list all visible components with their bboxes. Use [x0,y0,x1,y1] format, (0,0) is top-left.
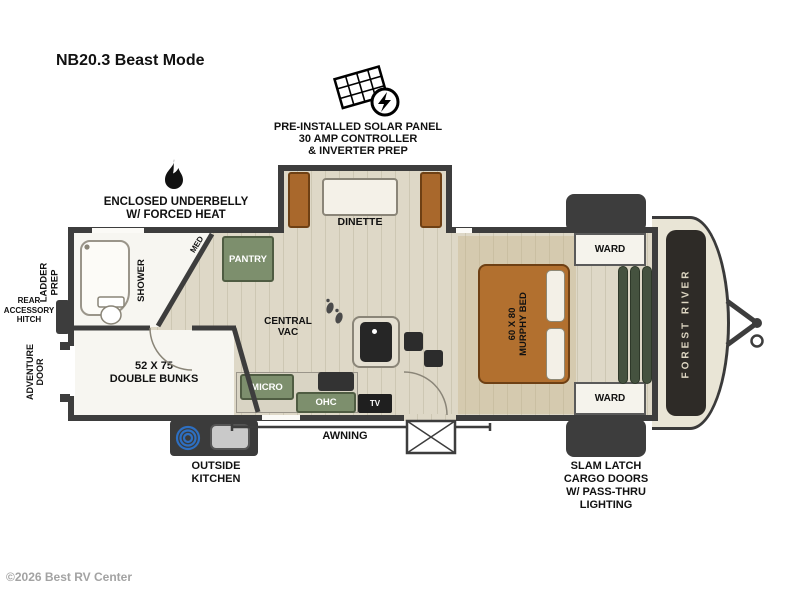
adventure-door-tab [60,342,70,350]
micro-label: MICRO [251,381,283,393]
dinette-label: DINETTE [337,216,383,228]
outside-kitchen-line-1: OUTSIDE [191,460,241,472]
rear-hitch-line-3: HITCH [16,315,42,324]
underbelly-line-1: ENCLOSED UNDERBELLY [103,196,249,208]
shower-label-wrap: SHOWER [130,242,152,318]
lightning-bolt-icon [370,87,400,117]
outside-kitchen-label: OUTSIDE KITCHEN [168,460,264,486]
shower-label: SHOWER [135,258,147,302]
ward-top-label: WARD [594,244,626,255]
window-gap [262,415,300,420]
adventure-door-tab [60,394,70,402]
slam-latch-line-3: W/ PASS-THRU [566,486,646,498]
dinette-bench-left [288,172,310,228]
cooktop-burner [372,329,377,334]
underbelly-callout-text: ENCLOSED UNDERBELLY W/ FORCED HEAT [86,196,266,222]
range [318,372,354,391]
slam-latch-line-4: LIGHTING [579,499,633,511]
slide-opening [284,227,446,234]
tv-cabinet: TV [358,394,392,413]
wardrobe-bottom: WARD [574,382,646,415]
pantry-cabinet: PANTRY [222,236,274,282]
dinette-bench-right [420,172,442,228]
ohc-label: OHC [315,397,337,408]
cooktop [360,322,392,362]
brand-strip: FOREST RIVER [666,230,706,416]
ottoman [424,350,443,367]
central-vac-label: CENTRAL VAC [256,316,320,338]
adventure-line-1: ADVENTURE [25,343,36,401]
slam-latch-label: SLAM LATCH CARGO DOORS W/ PASS-THRU LIGH… [520,460,692,512]
ottoman [404,332,423,351]
murphy-bed-label: 60 X 80 MURPHY BED [507,292,529,356]
adventure-door-slot [66,346,75,396]
central-vac-line-1: CENTRAL [264,316,312,327]
adventure-line-2: DOOR [35,358,46,386]
watermark: ©2026 Best RV Center [6,570,133,584]
window-gap [92,228,144,233]
wardrobe-top: WARD [574,233,646,266]
page-title: NB20.3 Beast Mode [56,52,205,69]
adventure-door-label-wrap: ADVENTURE DOOR [18,330,52,414]
outside-kitchen-line-2: KITCHEN [191,473,241,485]
griddle-icon [210,424,250,450]
tv-label: TV [369,399,381,408]
microwave: MICRO [240,374,294,400]
sofa-cushion [642,266,652,384]
entry-steps-icon [405,419,457,455]
murphy-line-1: 60 X 80 [507,307,519,341]
pillow [546,328,565,380]
window-gap [456,228,472,233]
pillow [546,270,565,322]
rear-hitch-receiver [56,300,70,334]
ward-bottom-label: WARD [594,393,626,404]
rear-hitch-label: REAR ACCESSORY HITCH [2,296,56,325]
bunks-line-1: 52 X 75 [135,359,173,372]
cargo-door-bottom [566,419,646,457]
dinette-table [322,178,398,216]
adventure-door-label: ADVENTURE DOOR [25,344,45,400]
solar-callout-text: PRE-INSTALLED SOLAR PANEL 30 AMP CONTROL… [258,121,458,157]
pantry-label: PANTRY [229,253,267,265]
rear-hitch-line-1: REAR [17,296,41,305]
flame-icon [165,159,183,189]
slam-latch-line-2: CARGO DOORS [563,473,649,485]
bunks-line-2: DOUBLE BUNKS [109,372,199,385]
awning-label: AWNING [322,430,368,442]
solar-line-3: & INVERTER PREP [308,145,408,157]
cargo-door-top [566,194,646,232]
underbelly-line-2: W/ FORCED HEAT [126,209,226,221]
entry-door-gap [404,414,456,421]
slam-latch-line-1: SLAM LATCH [570,460,642,472]
shower-pan [80,240,130,316]
solar-line-2: 30 AMP CONTROLLER [298,133,418,145]
murphy-line-2: MURPHY BED [518,292,530,356]
sofa-cushion [630,266,640,384]
sofa-cushion [618,266,628,384]
hitch-icon [725,298,764,348]
rear-hitch-line-2: ACCESSORY [3,305,55,315]
bunk-room: 52 X 75 DOUBLE BUNKS [74,330,234,415]
brand-label: FOREST RIVER [680,268,692,378]
solar-panel-icon [332,65,400,117]
solar-line-1: PRE-INSTALLED SOLAR PANEL [273,121,443,133]
murphy-bed-label-wrap: 60 X 80 MURPHY BED [492,264,544,384]
central-vac-line-2: VAC [277,327,299,338]
overhead-cabinet: OHC [296,392,356,413]
